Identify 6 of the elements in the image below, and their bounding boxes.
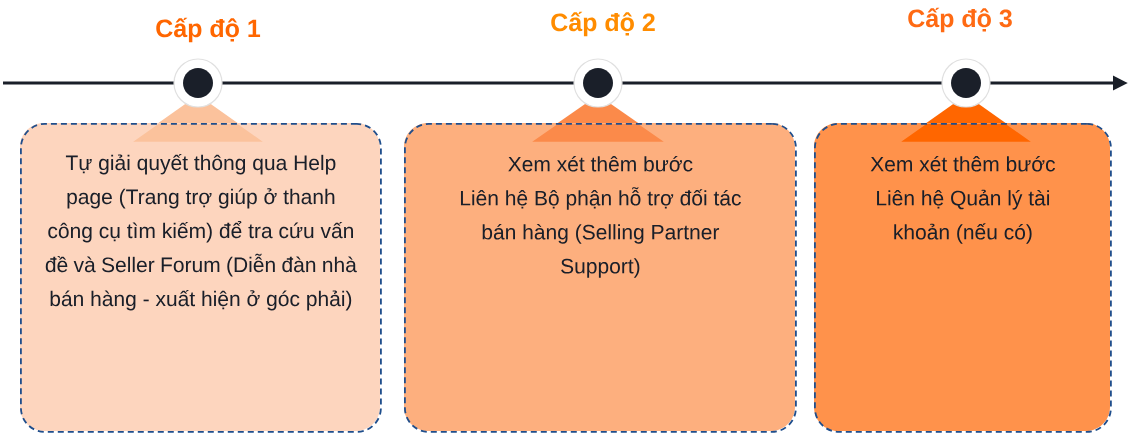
level-title: Cấp độ 1 <box>156 17 261 43</box>
level-title: Cấp độ 2 <box>551 11 655 37</box>
level-title: Cấp độ 3 <box>908 7 1012 33</box>
step-box: Xem xét thêm bước Liên hệ Bộ phận hỗ trợ đối tác bán hàng (Selling Partner Support) <box>404 123 797 433</box>
step-box: Xem xét thêm bước Liên hệ Quản lý tài khoản (nếu có) <box>814 123 1112 433</box>
step-box: Tự giải quyết thông qua Help page (Trang trợ giúp ở thanh công cụ tìm kiếm) để tra cứu vấn đề và Seller Forum (Diễn đàn nhà bán hàng - xuất hiện ở góc phải) <box>20 123 382 433</box>
